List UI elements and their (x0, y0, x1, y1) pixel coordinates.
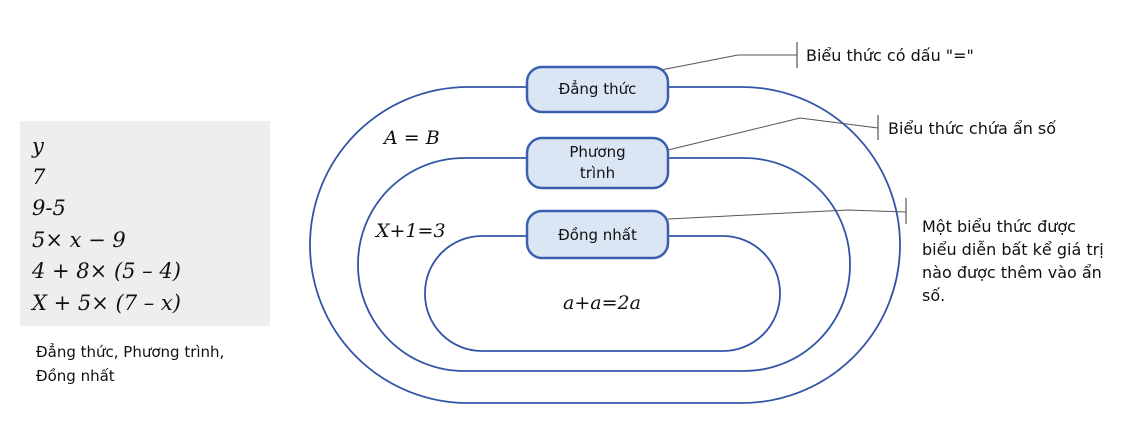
callout-dang-thuc: Biểu thức có dấu "=" (806, 46, 974, 65)
callout-line: nào được thêm vào ẩn (922, 263, 1102, 282)
pill-label-line: Phương (569, 143, 626, 161)
callout-dong-nhat: Một biểu thức được biểu diễn bất kể giá … (922, 215, 1104, 307)
example-expression: 7 (32, 165, 46, 189)
caption-line: Đẳng thức, Phương trình, (36, 343, 225, 361)
leader-line-dong-nhat (667, 209, 907, 220)
pill-dang-thuc (525, 65, 670, 114)
pill-label-line: trình (579, 164, 616, 182)
callout-line: Một biểu thức được (922, 217, 1076, 236)
caption-line: Đồng nhất (36, 367, 115, 385)
example-expression: 5× x − 9 (32, 228, 126, 252)
example-expression: 4 + 8× (5 – 4) (32, 259, 181, 283)
callout-phuong-trinh: Biểu thức chứa ẩn số (888, 119, 1057, 138)
example-expression: y (32, 134, 44, 158)
leader-line-phuong-trinh (667, 117, 879, 151)
pill-phuong-trinh (525, 136, 670, 190)
example-identity: a+a=2a (563, 292, 641, 314)
leader-line-dang-thuc (660, 54, 797, 71)
example-expression: X + 5× (7 – x) (32, 291, 181, 315)
example-equation: X+1=3 (376, 220, 446, 242)
callout-line: biểu diễn bất kể giá trị (922, 240, 1104, 259)
callout-line: số. (922, 286, 946, 305)
examples-caption: Đẳng thức, Phương trình, Đồng nhất (36, 340, 276, 388)
pill-dong-nhat (525, 209, 670, 260)
example-equality: A = B (384, 127, 440, 149)
pill-label-dong-nhat: Đồng nhất (558, 226, 637, 244)
examples-panel (20, 121, 270, 326)
pill-label-dang-thuc: Đẳng thức (558, 80, 637, 98)
pill-label-phuong-trinh: Phương trình (527, 142, 668, 184)
example-expression: 9-5 (32, 196, 66, 220)
